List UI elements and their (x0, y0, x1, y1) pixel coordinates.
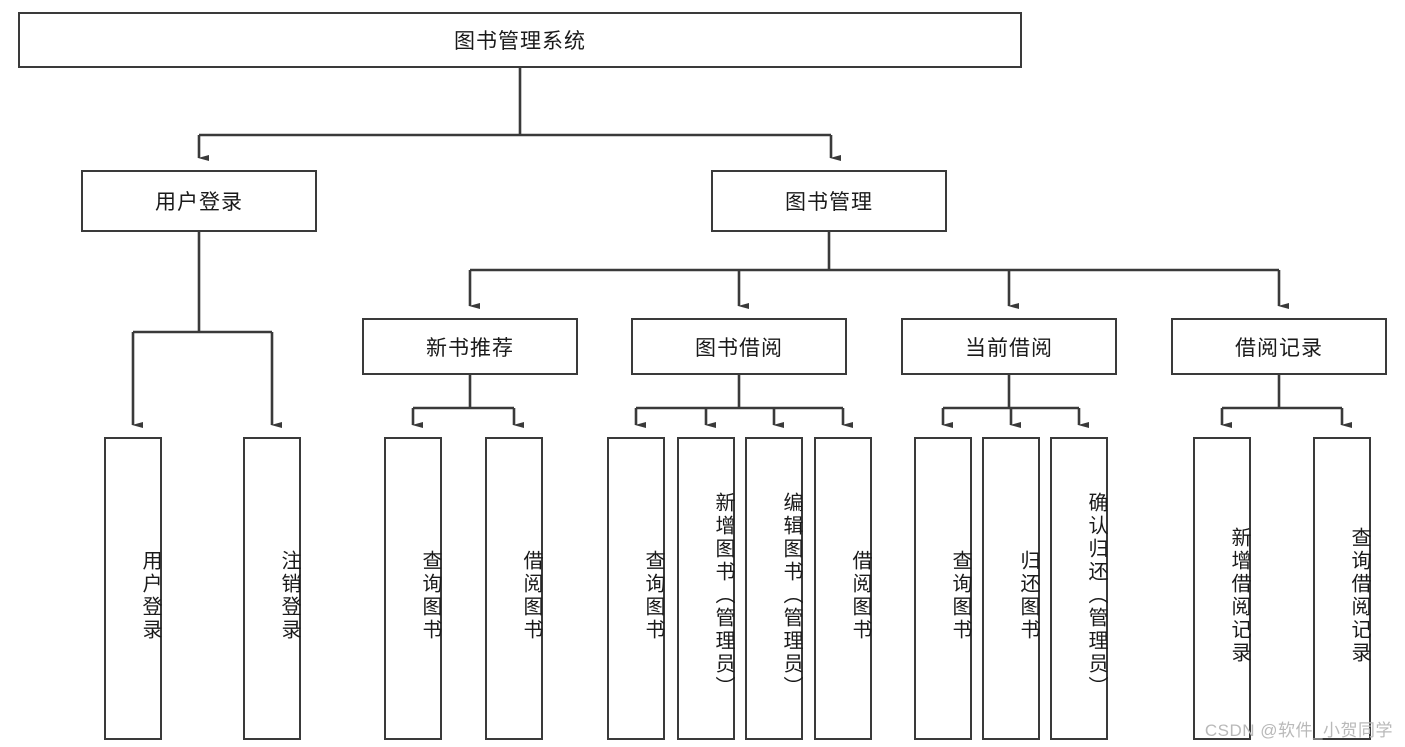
node-label: 归还图书 (1017, 549, 1039, 642)
leaf-current-return-book[interactable]: 归还图书 (982, 437, 1040, 740)
leaf-recommend-borrow-book[interactable]: 借阅图书 (485, 437, 543, 740)
node-root-book-management-system[interactable]: 图书管理系统 (18, 12, 1022, 68)
leaf-recommend-query-book[interactable]: 查询图书 (384, 437, 442, 740)
leaf-current-confirm-return-admin[interactable]: 确认归还（管理员） (1050, 437, 1108, 740)
node-label: 新增借阅记录 (1228, 526, 1250, 665)
node-label: 查询借阅记录 (1348, 526, 1370, 665)
node-current-borrow[interactable]: 当前借阅 (901, 318, 1117, 375)
node-borrow-record[interactable]: 借阅记录 (1171, 318, 1387, 375)
node-label: 查询图书 (642, 549, 664, 642)
leaf-borrow-add-book-admin[interactable]: 新增图书（管理员） (677, 437, 735, 740)
node-label: 当前借阅 (965, 336, 1053, 360)
node-label: 用户登录 (155, 191, 243, 214)
leaf-record-query-record[interactable]: 查询借阅记录 (1313, 437, 1371, 740)
node-user-login[interactable]: 用户登录 (81, 170, 317, 232)
leaf-borrow-borrow-book[interactable]: 借阅图书 (814, 437, 872, 740)
leaf-record-add-record[interactable]: 新增借阅记录 (1193, 437, 1251, 740)
node-label: 借阅图书 (520, 549, 542, 642)
watermark: CSDN @软件_小贺同学 (1204, 721, 1393, 740)
node-label: 查询图书 (949, 549, 971, 642)
node-label: 新书推荐 (426, 336, 514, 360)
leaf-user-login-logout[interactable]: 注销登录 (243, 437, 301, 740)
node-label: 借阅图书 (849, 549, 871, 642)
node-label: 借阅记录 (1235, 336, 1323, 360)
node-label: 新增图书（管理员） (712, 492, 734, 699)
leaf-borrow-query-book[interactable]: 查询图书 (607, 437, 665, 740)
node-book-management[interactable]: 图书管理 (711, 170, 947, 232)
node-label: 图书管理 (785, 191, 873, 214)
node-label: 查询图书 (419, 549, 441, 642)
leaf-current-query-book[interactable]: 查询图书 (914, 437, 972, 740)
node-book-borrow[interactable]: 图书借阅 (631, 318, 847, 375)
leaf-borrow-edit-book-admin[interactable]: 编辑图书（管理员） (745, 437, 803, 740)
node-label: 编辑图书（管理员） (780, 492, 802, 699)
node-label: 注销登录 (278, 549, 300, 642)
node-label: 确认归还（管理员） (1085, 492, 1107, 699)
node-label: 用户登录 (139, 549, 161, 642)
node-label: 图书管理系统 (454, 30, 586, 53)
node-label: 图书借阅 (695, 336, 783, 360)
leaf-user-login-login[interactable]: 用户登录 (104, 437, 162, 740)
node-new-book-recommend[interactable]: 新书推荐 (362, 318, 578, 375)
